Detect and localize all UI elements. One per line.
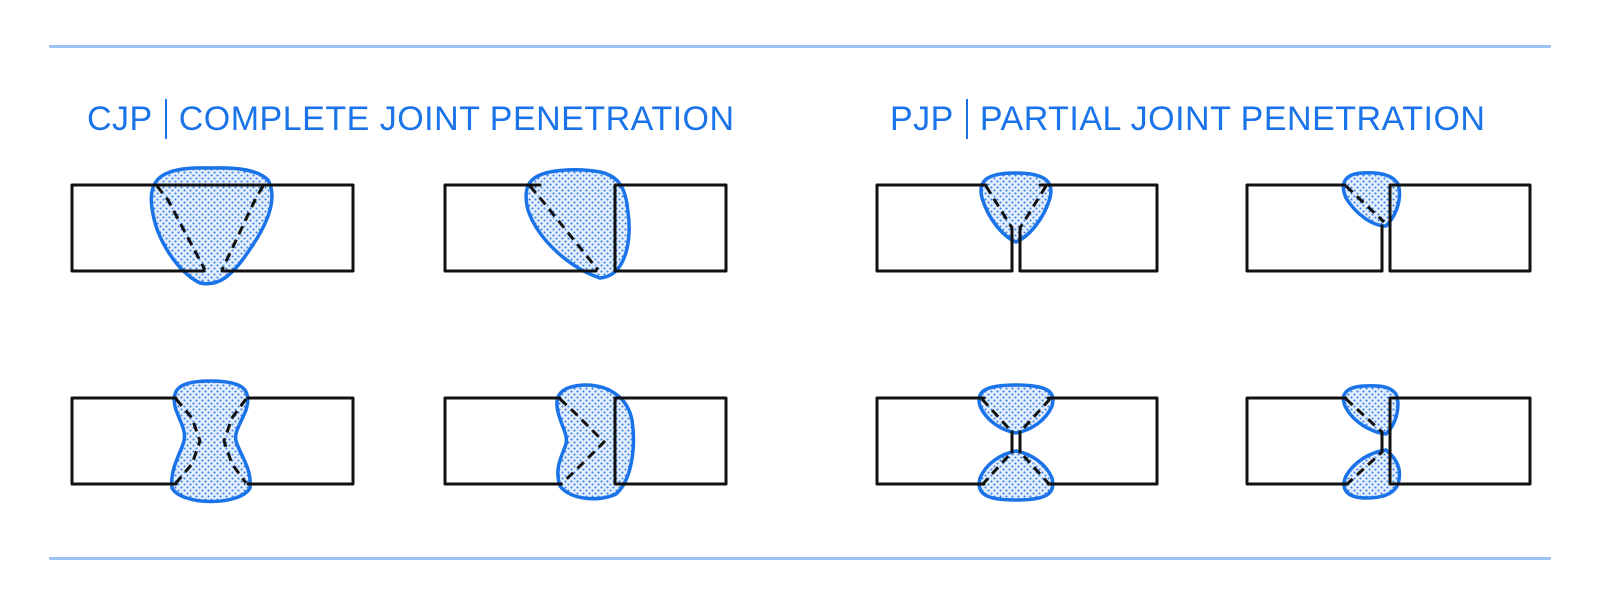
groove-line (1018, 450, 1052, 487)
bottom-divider (49, 557, 1551, 560)
groove-line (1344, 450, 1384, 487)
cjp-single-bevel-joint (443, 168, 728, 280)
pjp-heading: PJP PARTIAL JOINT PENETRATION (890, 97, 1485, 141)
pjp-title: PARTIAL JOINT PENETRATION (979, 99, 1486, 138)
weld-bead (524, 168, 631, 280)
groove-line (1018, 397, 1052, 434)
right-plate (1388, 183, 1532, 273)
groove-line (984, 185, 1014, 229)
right-plate (1388, 396, 1532, 486)
groove-line (1344, 397, 1384, 434)
top-divider (49, 45, 1551, 48)
weld-bead (979, 171, 1053, 244)
pjp-double-bevel-joint (1245, 383, 1532, 500)
groove-line (528, 185, 600, 271)
cjp-double-v-joint (70, 379, 355, 504)
left-plate (875, 396, 986, 486)
right-plate (613, 396, 728, 486)
right-plate (1018, 183, 1159, 273)
weld-bead (555, 383, 636, 501)
weld-bead (149, 166, 274, 286)
groove-line (220, 185, 265, 271)
pjp-double-v-joint (875, 383, 1159, 502)
cjp-title: COMPLETE JOINT PENETRATION (178, 99, 735, 138)
left-plate (1245, 396, 1348, 486)
groove-line (1344, 184, 1386, 224)
groove-line (155, 185, 207, 271)
right-plate (1046, 396, 1159, 486)
cjp-double-bevel-joint (443, 383, 728, 501)
groove-line (222, 398, 248, 484)
left-plate (70, 396, 178, 486)
left-plate (443, 183, 598, 273)
weld-bead-bottom (977, 449, 1055, 502)
cjp-single-v-joint (70, 166, 355, 286)
left-plate (70, 183, 228, 273)
pjp-single-v-joint (875, 171, 1159, 273)
pjp-single-bevel-joint (1245, 171, 1532, 273)
pjp-separator (965, 99, 968, 139)
weld-bead-top (977, 383, 1055, 435)
left-plate (875, 183, 1014, 273)
right-plate (613, 183, 728, 273)
weld-bead (1341, 171, 1402, 228)
weld-bead (170, 379, 252, 504)
groove-line (558, 397, 607, 487)
left-plate (1245, 183, 1384, 273)
right-plate (198, 183, 355, 273)
cjp-abbreviation: CJP (87, 99, 153, 138)
groove-line (174, 398, 202, 484)
cjp-heading: CJP COMPLETE JOINT PENETRATION (87, 97, 735, 141)
cjp-separator (164, 99, 167, 139)
groove-line (980, 450, 1014, 487)
groove-line (1018, 185, 1048, 229)
right-plate (246, 396, 355, 486)
weld-bead-bottom (1342, 448, 1402, 500)
pjp-abbreviation: PJP (890, 99, 954, 138)
groove-line (980, 397, 1014, 434)
left-plate (443, 396, 562, 486)
